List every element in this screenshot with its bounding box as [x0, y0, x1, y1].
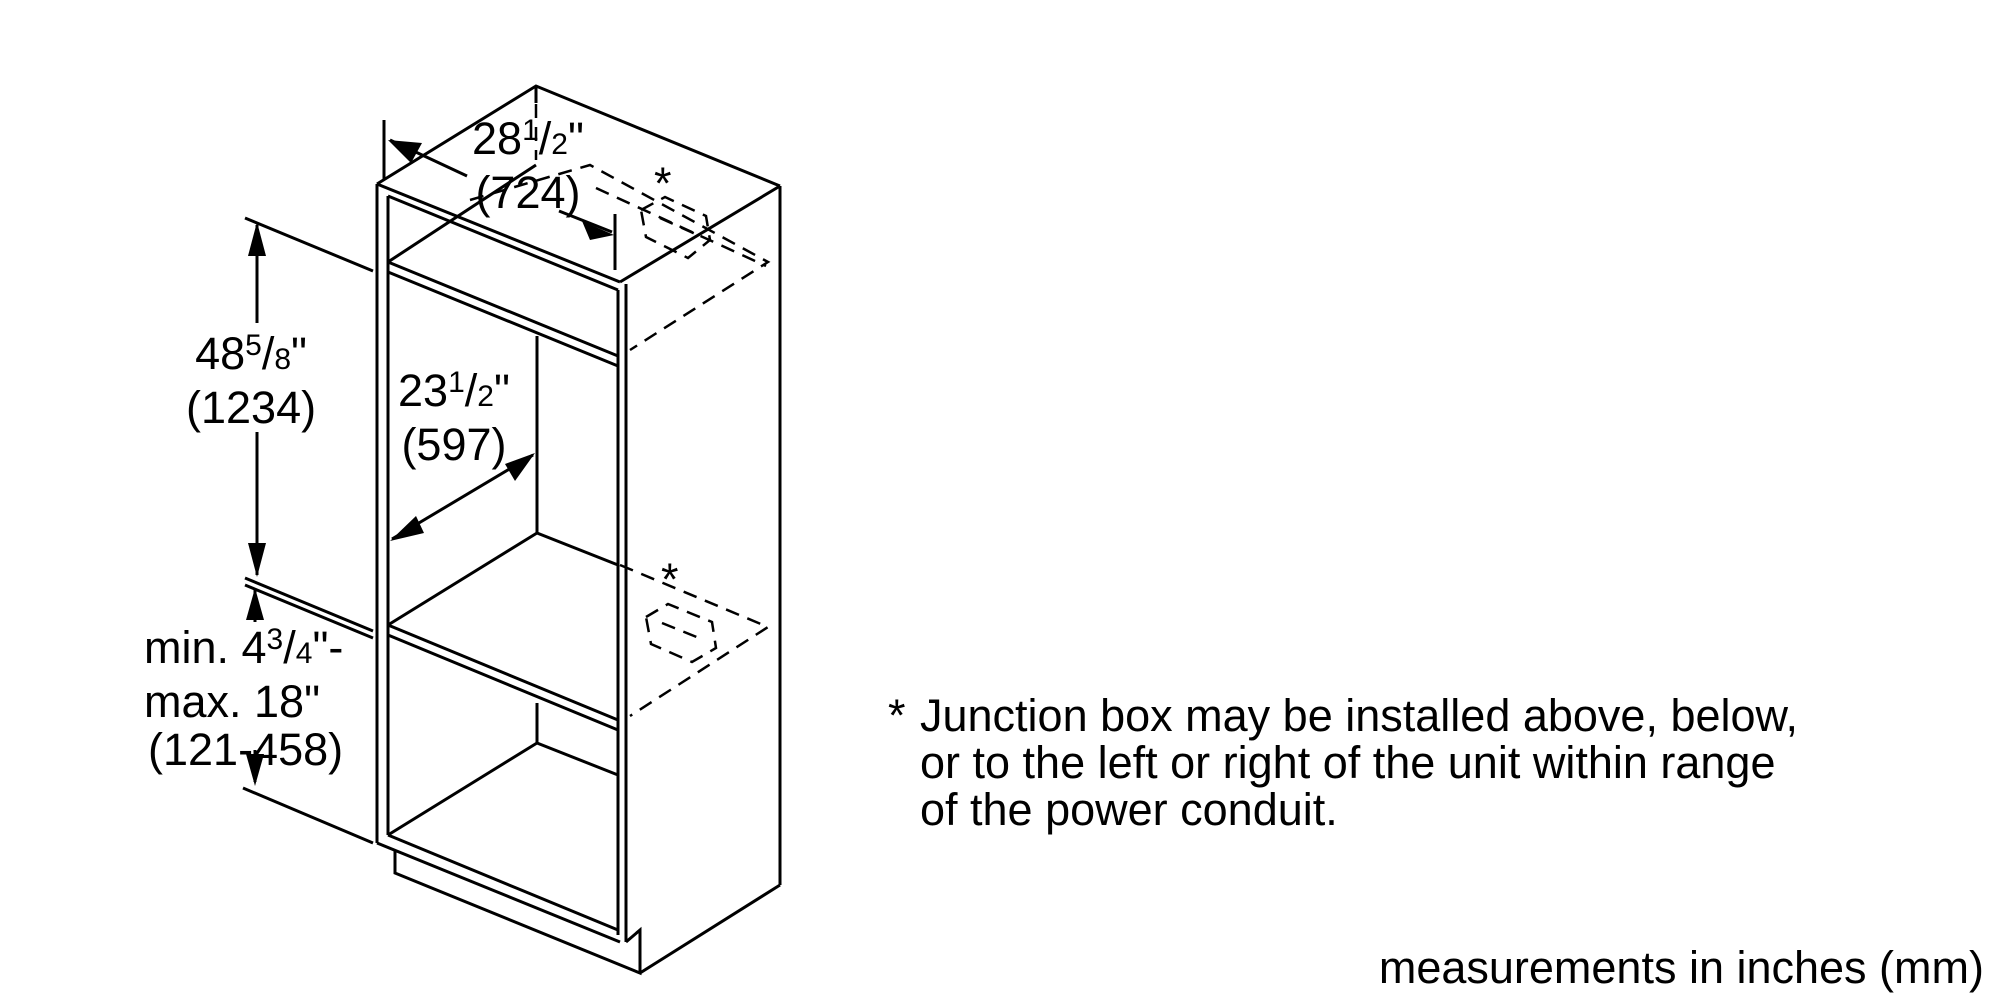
junction-box-upper-icon	[639, 195, 712, 260]
arrowhead-icon	[248, 543, 266, 577]
units-caption: measurements in inches (mm)	[1378, 942, 1984, 993]
cabinet-base	[393, 850, 642, 976]
width-dimension-label: 281/2" (724)	[472, 113, 584, 218]
height-dimension-label: 485/8" (1234)	[186, 328, 317, 433]
arrowhead-icon	[246, 588, 264, 620]
junction-marker-upper: *	[654, 158, 672, 209]
junction-box-middle-icon	[644, 602, 718, 664]
floor-gap-dimension-label: min. 43/4"- max. 18" (121-458)	[144, 622, 344, 775]
junction-box-note: *Junction box may be installed above, be…	[888, 690, 1799, 835]
arrowhead-icon	[505, 453, 535, 481]
junction-zone-middle	[619, 563, 771, 718]
arrowhead-icon	[246, 754, 264, 786]
arrowhead-icon	[388, 140, 422, 163]
arrowhead-icon	[248, 222, 266, 256]
arrowhead-icon	[582, 221, 614, 240]
arrowhead-icon	[390, 516, 424, 541]
depth-dimension-label: 231/2" (597)	[398, 365, 510, 470]
junction-marker-middle: *	[661, 554, 679, 605]
